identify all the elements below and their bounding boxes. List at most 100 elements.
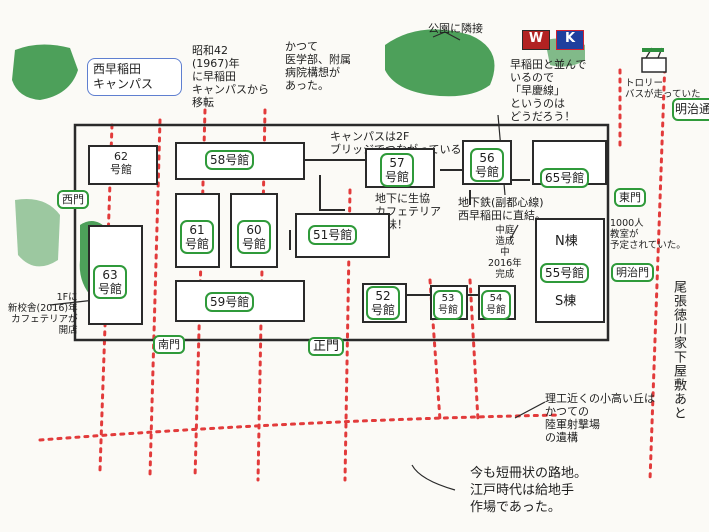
gate-south[interactable]: 南門 <box>153 335 185 354</box>
label-line: 63 <box>102 268 118 282</box>
note-line: カフェテリア <box>375 205 441 218</box>
label-line: 号館 <box>385 170 410 184</box>
note-line: に早稲田 <box>192 70 236 83</box>
building-54-label: 54 号館 <box>481 290 511 320</box>
note-line: あった。 <box>285 79 329 92</box>
note-line: 開店 <box>58 325 78 336</box>
building-57-label: 57 号館 <box>380 153 415 187</box>
label-line: 号館 <box>371 303 396 317</box>
note-owari: 尾張徳川家下屋敷あと <box>671 280 686 420</box>
gate-east[interactable]: 東門 <box>614 188 646 207</box>
note-line: キャンパスから <box>192 83 269 96</box>
building-61-label: 61 号館 <box>180 220 215 254</box>
note-line: いるので <box>510 71 554 84</box>
gate-west[interactable]: 西門 <box>57 190 89 209</box>
building-55-label: 55号館 <box>540 263 590 283</box>
note-line: 1Fに <box>56 292 78 303</box>
building-60-label: 60 号館 <box>237 220 272 254</box>
gate-main[interactable]: 正門 <box>308 337 345 356</box>
note-line: 理工近くの小高い丘は <box>545 392 655 405</box>
note-keio-line: 早稲田と並んで いるので 「早慶線」 というのは どうだろう！ <box>510 58 586 123</box>
bridges <box>289 159 530 296</box>
note-line: 中 <box>500 247 510 258</box>
label-line: 号館 <box>110 163 132 176</box>
label-line: 号館 <box>98 282 123 296</box>
note-capacity: 1000人 教室が 予定されていた。 <box>610 218 686 251</box>
note-park: 公園に隣接 <box>428 22 483 35</box>
label-line: 号館 <box>242 237 267 251</box>
note-hill: 理工近くの小高い丘は かつての 陸軍射撃場 の遺構 <box>545 392 655 444</box>
note-line: 昭和42 <box>192 44 228 57</box>
label-line: 号館 <box>475 165 500 179</box>
note-cafeteria: 地下に生協 カフェテリア 美味！ <box>375 192 441 231</box>
label-line: 号館 <box>185 237 210 251</box>
note-line: カフェテリアが <box>11 314 78 325</box>
note-subway: 地下鉄(副都心線) 西早稲田に直結。 <box>458 196 546 222</box>
building-55-north-label: N棟 <box>555 234 578 249</box>
note-line: 完成 <box>495 269 515 280</box>
label-line: 号館 <box>486 305 506 316</box>
building-65-label: 65号館 <box>540 168 590 188</box>
label-line: 56 <box>479 151 495 165</box>
note-line: キャンパスは2F <box>330 130 410 143</box>
building-63-label: 63 号館 <box>93 265 128 299</box>
note-line: 陸軍射撃場 <box>545 418 600 431</box>
note-line: 造成 <box>495 236 515 247</box>
note-line: バスが走っていた <box>625 89 701 100</box>
note-trolley: トロリー バスが走っていた <box>625 78 701 100</box>
note-line: 新校舎(2016)年 <box>8 303 78 314</box>
note-line: 「早慶線」 <box>510 84 565 97</box>
note-line: 今も短冊状の路地。 <box>470 466 588 481</box>
note-line: 早稲田と並んで <box>510 58 587 71</box>
waseda-flag: W <box>522 30 550 50</box>
label-line: 52 <box>375 289 391 303</box>
note-line: 西早稲田に直結。 <box>458 209 546 222</box>
building-56-label: 56 号館 <box>470 148 505 182</box>
note-line: 作場であった。 <box>470 500 561 515</box>
note-line: というのは <box>510 97 565 110</box>
label-line: 54 <box>489 293 503 304</box>
note-line: 2016年 <box>488 258 522 269</box>
building-51-label: 51号館 <box>308 225 358 245</box>
label-line: 62 <box>114 150 128 163</box>
note-line: 医学部、附属 <box>285 53 351 66</box>
note-line: トロリー <box>625 78 664 89</box>
building-53-label: 53 号館 <box>433 290 463 320</box>
note-line: 1000人 <box>610 218 644 229</box>
street-meiji-dori: 明治通り <box>672 98 709 121</box>
note-transfer: 昭和42 (1967)年 に早稲田 キャンパスから 移転 <box>192 44 269 109</box>
label-line: 53 <box>441 293 455 304</box>
label-line: 号館 <box>438 305 458 316</box>
label-line: 60 <box>246 223 262 237</box>
note-line: 地下に生協 <box>375 192 430 205</box>
building-52-label: 52 号館 <box>366 286 401 320</box>
label-line: 61 <box>189 223 205 237</box>
note-courtyard: 中庭 造成 中 2016年 完成 <box>488 225 522 280</box>
building-62[interactable] <box>88 145 158 185</box>
note-alleys: 今も短冊状の路地。 江戸時代は給地手 作場であった。 <box>470 465 587 516</box>
note-line: (1967)年 <box>192 57 240 70</box>
campus-name: 西早稲田 キャンパス <box>87 58 182 96</box>
note-line: 中庭 <box>495 225 515 236</box>
note-line: かつての <box>545 405 589 418</box>
campus-name-line-1: 西早稲田 <box>93 62 142 76</box>
label-line: 57 <box>389 156 405 170</box>
note-store: 1Fに 新校舎(2016)年 カフェテリアが 開店 <box>8 292 78 336</box>
keio-flag: K <box>556 30 584 50</box>
building-55-south-label: S棟 <box>555 294 577 309</box>
gate-meiji[interactable]: 明治門 <box>611 263 654 282</box>
trolley-icon <box>641 47 667 73</box>
note-line: 教室が <box>610 229 639 240</box>
note-line: かつて <box>285 40 318 53</box>
building-59-label: 59号館 <box>205 292 255 312</box>
note-line: どうだろう！ <box>510 110 576 123</box>
note-line: の遺構 <box>545 431 578 444</box>
note-line: 予定されていた。 <box>610 240 686 251</box>
note-line: 病院構想が <box>285 66 340 79</box>
note-line: 地下鉄(副都心線) <box>458 196 544 209</box>
note-line: 江戸時代は給地手 <box>470 483 575 498</box>
building-58-label: 58号館 <box>205 150 255 170</box>
note-hospital-plan: かつて 医学部、附属 病院構想が あった。 <box>285 40 351 92</box>
note-line: 移転 <box>192 96 214 109</box>
